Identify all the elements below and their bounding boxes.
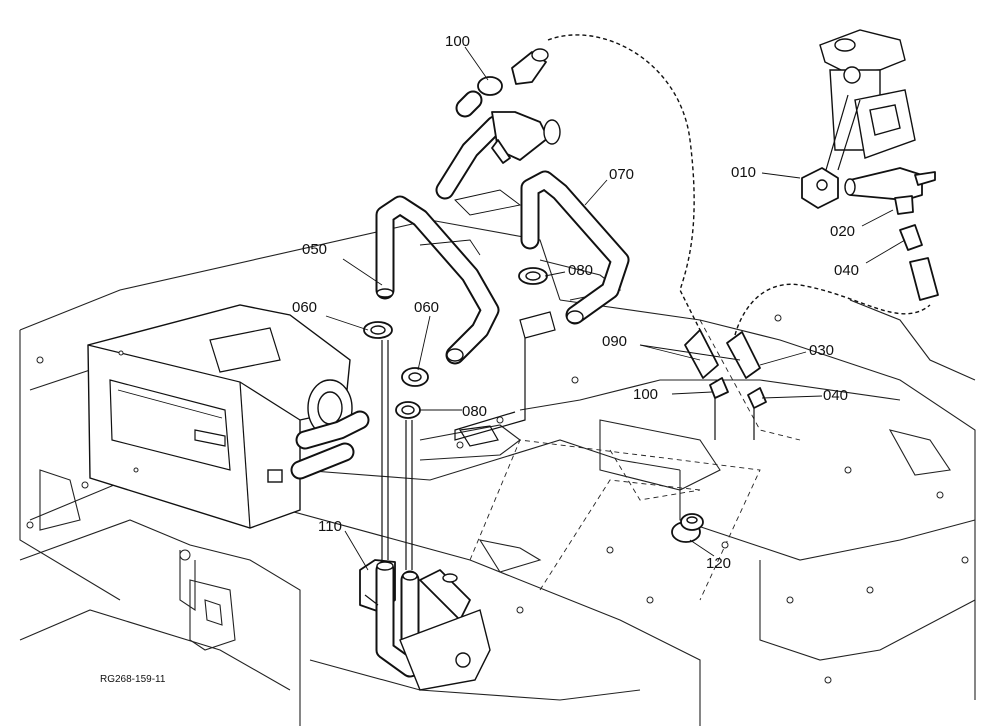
hose-clamps <box>363 267 548 419</box>
callout-040-lower: 040 <box>823 387 848 404</box>
callout-080-upper: 080 <box>568 262 593 279</box>
callout-labels: 100 070 010 020 040 050 080 060 060 090 … <box>100 33 859 685</box>
callout-040-top: 040 <box>834 262 859 279</box>
grommet-120 <box>671 513 704 543</box>
upper-hose-assembly <box>435 48 561 200</box>
heater-unit <box>87 304 370 529</box>
callout-050: 050 <box>302 241 327 258</box>
callout-090: 090 <box>602 333 627 350</box>
callout-060-left: 060 <box>292 299 317 316</box>
chassis-frame <box>19 219 976 726</box>
callout-120: 120 <box>706 555 731 572</box>
callout-070: 070 <box>609 166 634 183</box>
valve-block-110 <box>359 559 491 691</box>
hose-070 <box>520 170 630 325</box>
callout-010: 010 <box>731 164 756 181</box>
drain-line <box>547 34 931 336</box>
callout-030: 030 <box>809 342 834 359</box>
figure-reference-code: RG268-159-11 <box>100 674 166 685</box>
leader-lines <box>325 46 906 571</box>
hose-050 <box>375 195 500 365</box>
callout-100-lower: 100 <box>633 386 658 403</box>
callout-100-top: 100 <box>445 33 470 50</box>
callout-110: 110 <box>318 518 342 535</box>
pipe-bracket <box>419 189 556 447</box>
callout-060-right: 060 <box>414 299 439 316</box>
hose-connectors <box>684 329 767 440</box>
callout-080-lower: 080 <box>462 403 487 420</box>
callout-020: 020 <box>830 223 855 240</box>
drain-cock-assembly <box>801 29 939 301</box>
drain-pipes <box>381 340 413 570</box>
